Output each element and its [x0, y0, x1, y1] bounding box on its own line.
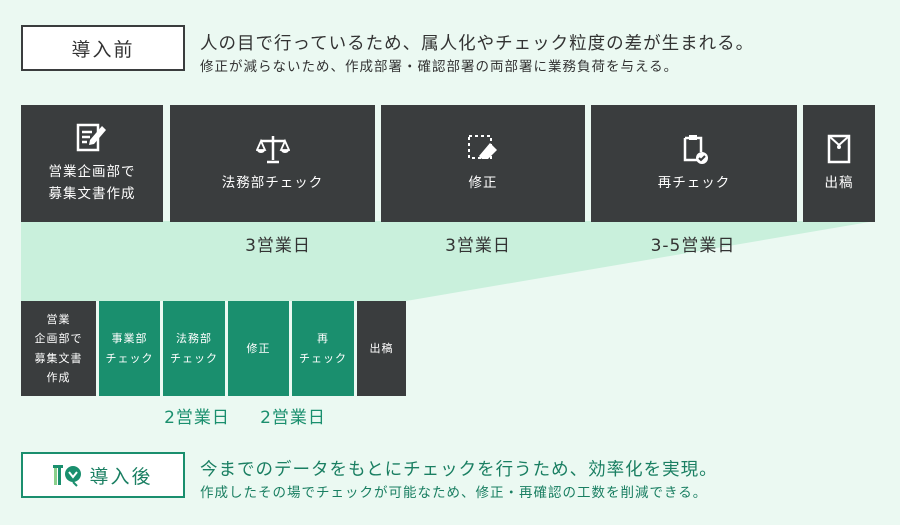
- step-label: 修正: [468, 174, 498, 191]
- duration-after-2: 2営業日: [260, 408, 326, 428]
- eraser-icon: [468, 134, 497, 159]
- after-step-recheck: 再 チェック: [292, 301, 354, 396]
- document-edit-icon: [76, 123, 106, 152]
- after-label-box: 導入後: [21, 452, 185, 498]
- step-label: 再チェック: [657, 174, 731, 191]
- before-line1: 人の目で行っているため、属人化やチェック粒度の差が生まれる。: [200, 34, 755, 54]
- step-create-document: 営業企画部で 募集文書作成: [21, 105, 163, 222]
- after-label: 導入後: [89, 465, 153, 488]
- after-line2: 作成したその場でチェックが可能なため、修正・再確認の工数を削減できる。: [200, 485, 708, 501]
- duration-legal-check: 3営業日: [245, 236, 311, 256]
- duration-revision: 3営業日: [445, 236, 511, 256]
- before-label: 導入前: [21, 25, 185, 71]
- after-step-revision: 修正: [228, 301, 289, 396]
- step-legal-check: 法務部チェック: [170, 105, 375, 222]
- tq-logo-icon: [53, 465, 82, 487]
- after-step-division-check: 事業部 チェック: [99, 301, 160, 396]
- clipboard-check-icon: [683, 134, 708, 164]
- step-publish: 出稿: [803, 105, 875, 222]
- scales-icon: [255, 135, 290, 163]
- after-step-legal-check: 法務部 チェック: [163, 301, 225, 396]
- after-line1: 今までのデータをもとにチェックを行うため、効率化を実現。: [200, 460, 718, 480]
- envelope-icon: [827, 134, 851, 163]
- step-label: 営業企画部で 募集文書作成: [48, 163, 136, 202]
- duration-after-1: 2営業日: [164, 408, 230, 428]
- step-label: 出稿: [824, 174, 854, 191]
- step-revision: 修正: [381, 105, 585, 222]
- step-recheck: 再チェック: [591, 105, 797, 222]
- duration-recheck: 3-5営業日: [650, 236, 736, 256]
- after-step-create: 営業 企画部で 募集文書 作成: [21, 301, 96, 396]
- after-step-publish: 出稿: [357, 301, 406, 396]
- before-line2: 修正が減らないため、作成部署・確認部署の両部署に業務負荷を与える。: [200, 59, 679, 75]
- step-label: 法務部チェック: [221, 174, 324, 191]
